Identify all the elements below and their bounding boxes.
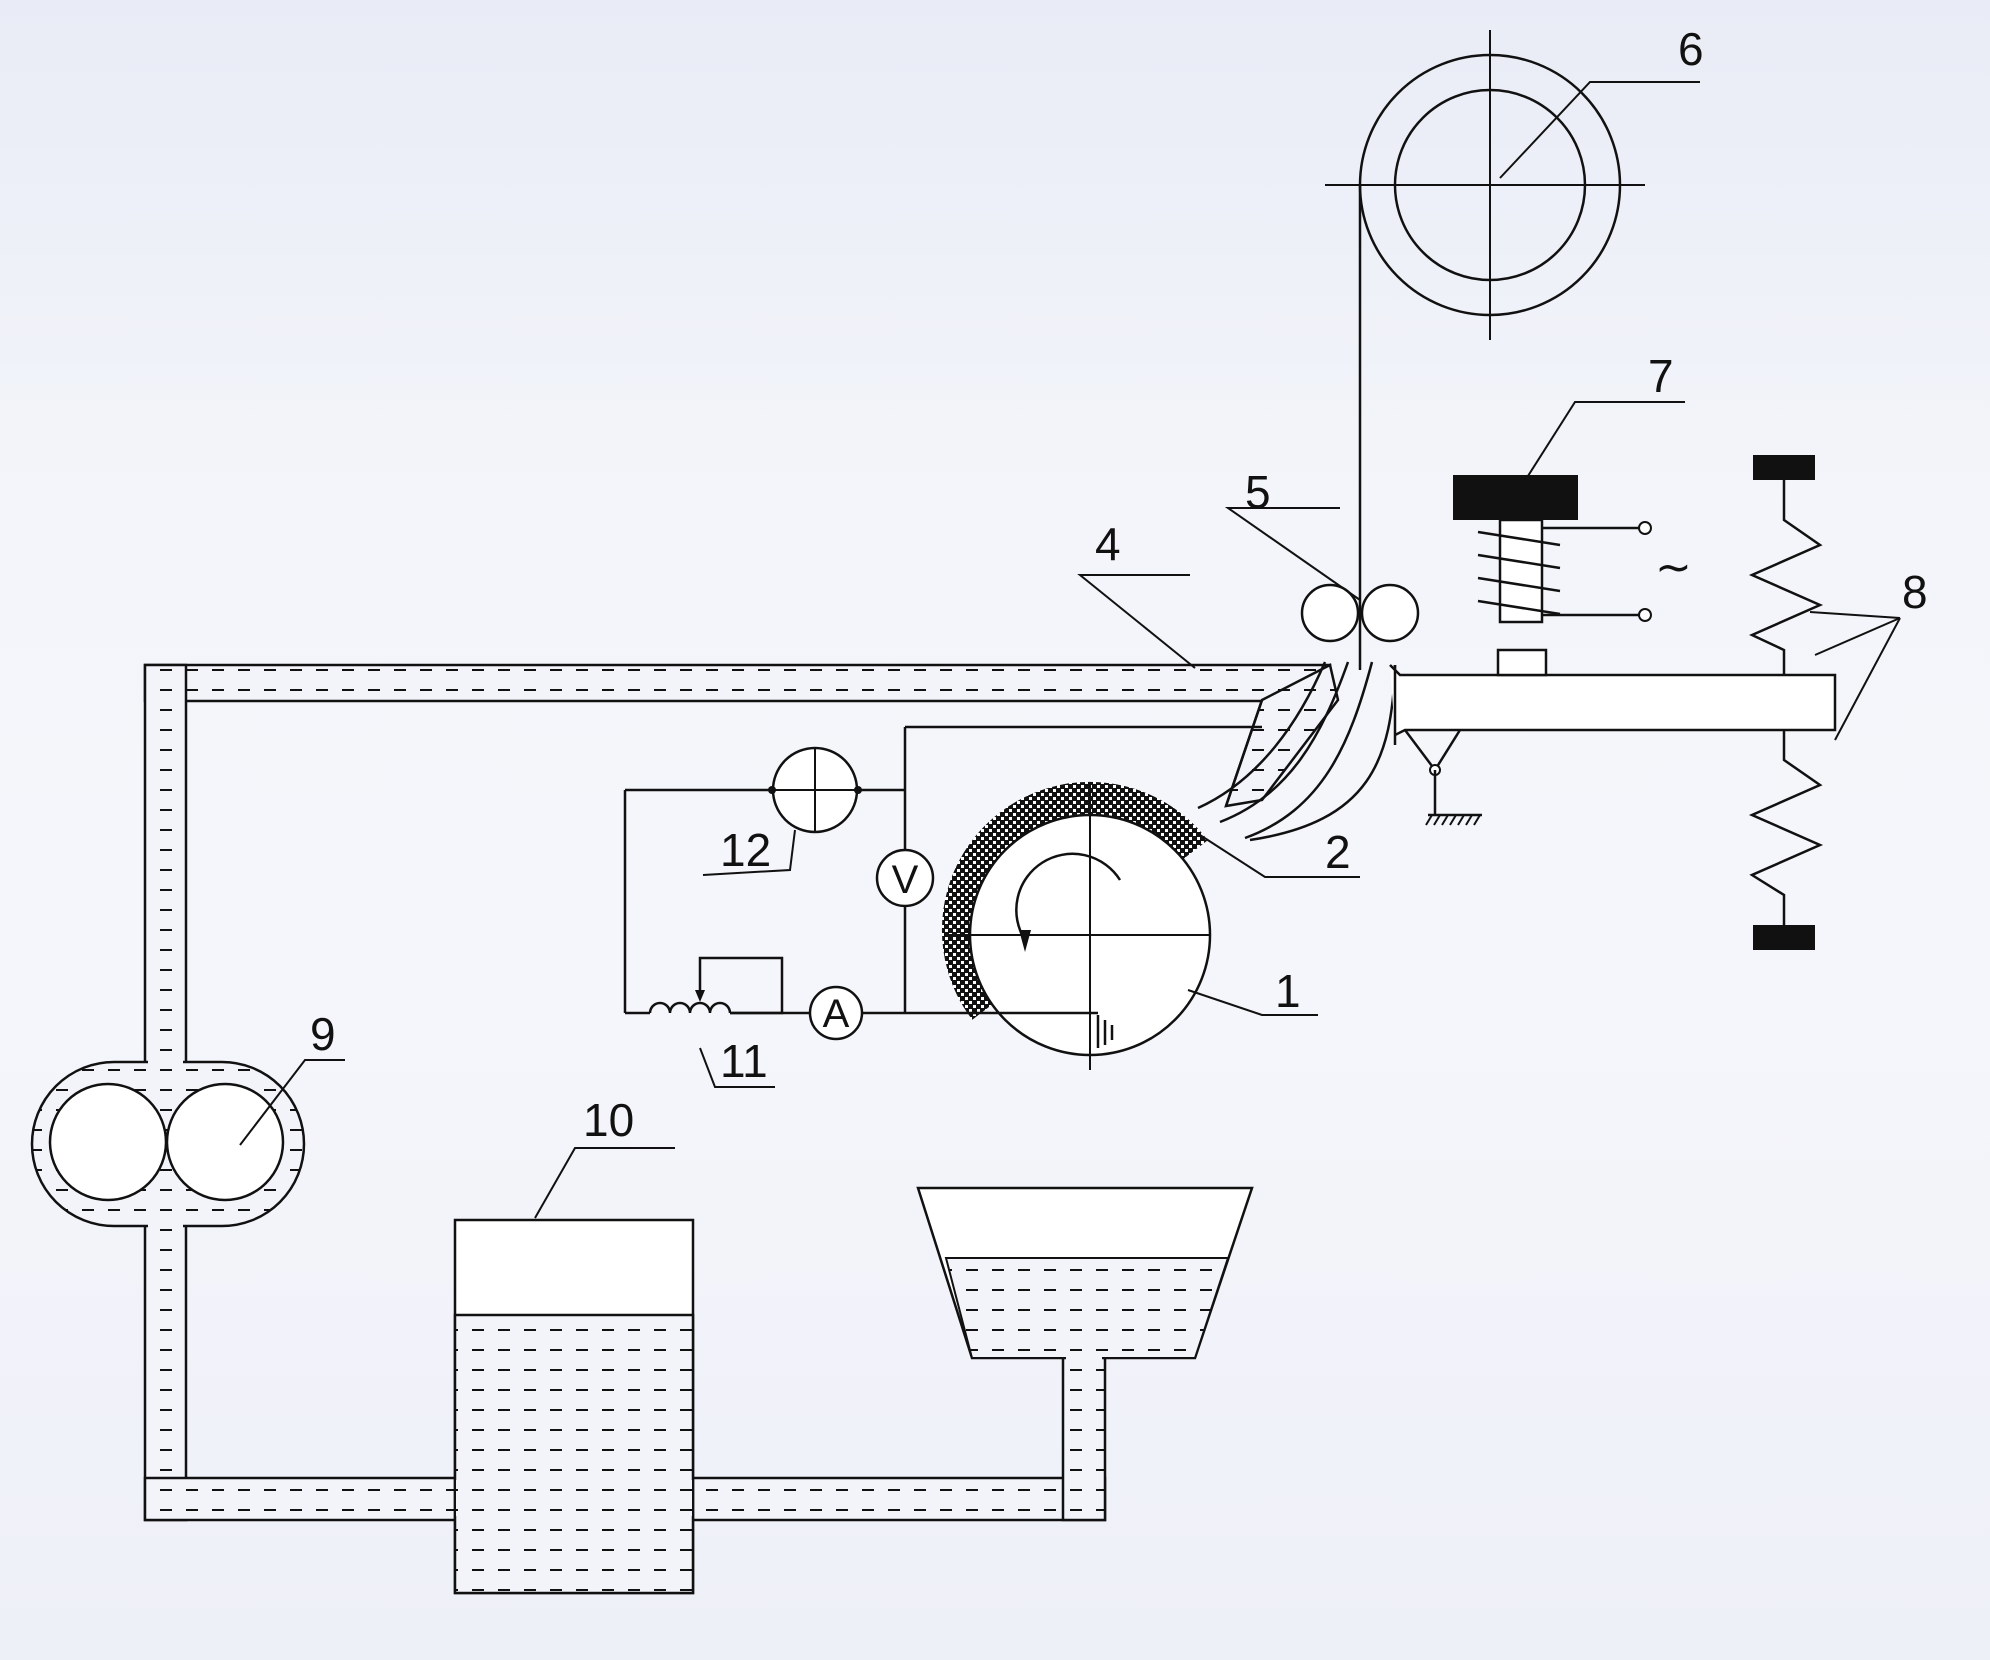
ammeter [808, 985, 864, 1041]
voltmeter-label: V [892, 858, 919, 902]
fluid-tank [453, 1218, 695, 1595]
pump-gear-left [48, 1082, 168, 1202]
label-9: 9 [310, 1008, 336, 1060]
fluid-pipe-loop [143, 663, 1332, 1522]
label-11: 11 [720, 1035, 768, 1087]
label-7: 7 [1648, 350, 1674, 402]
label-6: 6 [1678, 23, 1704, 75]
label-8: 8 [1902, 566, 1928, 618]
label-4: 4 [1095, 518, 1121, 570]
rheostat-coil [648, 1001, 732, 1014]
label-5: 5 [1245, 466, 1271, 518]
leader-lines [239, 81, 1901, 1219]
label-2: 2 [1325, 826, 1351, 878]
label-1: 1 [1275, 965, 1301, 1017]
label-12: 12 [720, 824, 771, 876]
pump-gear-right [165, 1082, 285, 1202]
callout-labels: 6 7 5 4 2 1 8 9 10 11 12 [310, 23, 1928, 1146]
feed-rollers [1300, 583, 1420, 643]
ammeter-label: A [823, 992, 850, 1036]
collecting-funnel [916, 1186, 1254, 1362]
wire-spool [1325, 30, 1645, 670]
gear-pump [30, 1055, 306, 1234]
workpiece-roller [942, 782, 1212, 1070]
lever-arm [1389, 648, 1837, 826]
springs [1748, 455, 1824, 950]
electromagnet: ~ [1453, 475, 1692, 624]
ac-source-symbol: ~ [1655, 542, 1692, 593]
voltmeter [875, 848, 935, 908]
label-10: 10 [583, 1094, 634, 1146]
electrical-circuit: V A [623, 725, 1262, 1041]
